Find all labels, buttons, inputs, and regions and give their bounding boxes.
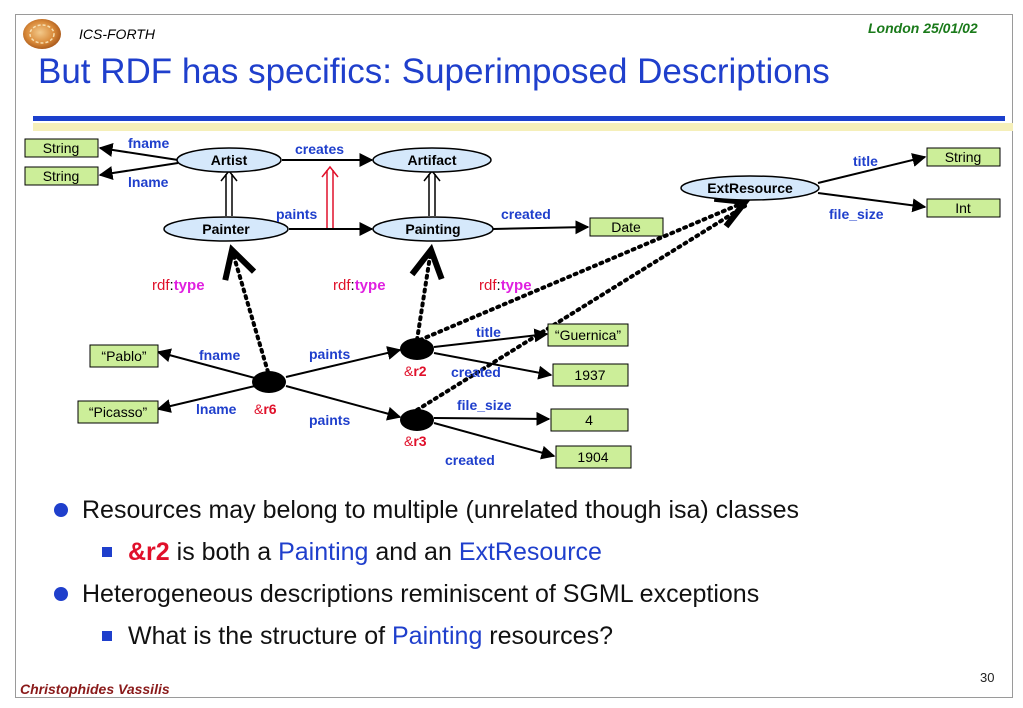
- subclass-edges: [220, 165, 441, 228]
- prop-title-label: title: [853, 153, 878, 169]
- bullet-dot-icon: [54, 503, 68, 517]
- schema-edges: [98, 142, 927, 236]
- literal-string-3: String: [926, 147, 1001, 167]
- prop-lname-label: lname: [128, 174, 169, 190]
- title-underline-band: [33, 123, 1013, 131]
- title-underline: [33, 116, 1005, 121]
- edge-r3-created: [433, 422, 556, 460]
- prop-creates-label: creates: [295, 141, 344, 157]
- rdf-type-label-3: rdf:type: [479, 277, 532, 294]
- value-4: 4: [550, 408, 629, 432]
- svg-text:Date: Date: [611, 219, 641, 235]
- class-painter-label: Painter: [202, 221, 250, 237]
- edge-file-size: [817, 192, 927, 213]
- instance-label-r3: &r3: [404, 433, 427, 449]
- edge-r6-paints-r2: [285, 346, 402, 378]
- bullet-1-text: Resources may belong to multiple (unrela…: [82, 496, 800, 524]
- page-number: 30: [980, 670, 995, 685]
- literal-date: Date: [589, 217, 664, 237]
- bullet-dot-icon: [54, 587, 68, 601]
- organization-label: ICS-FORTH: [79, 26, 155, 42]
- bullet-2: &r2 is both a Painting and an ExtResourc…: [102, 538, 602, 567]
- edge-r6-fname: [156, 348, 256, 379]
- svg-text:“Pablo”: “Pablo”: [101, 348, 146, 364]
- instance-label-r6: &r6: [254, 401, 277, 417]
- edge-r6-lname: [156, 385, 256, 413]
- value-1937: 1937: [552, 363, 629, 387]
- literal-string-1: String: [24, 138, 99, 158]
- class-extresource-label: ExtResource: [707, 180, 793, 196]
- svg-text:1904: 1904: [577, 449, 608, 465]
- class-painter: Painter: [163, 216, 289, 242]
- instance-label-r2: &r2: [404, 363, 427, 379]
- class-artist: Artist: [176, 147, 282, 173]
- svg-text:“Guernica”: “Guernica”: [555, 327, 621, 343]
- slide-title: But RDF has specifics: Superimposed Desc…: [38, 52, 830, 91]
- value-1904: 1904: [555, 445, 632, 469]
- svg-text:String: String: [945, 149, 982, 165]
- instance-node-r3: [400, 409, 434, 431]
- ics-forth-logo: [23, 19, 61, 49]
- literal-string-2: String: [24, 166, 99, 186]
- edge-lname: [98, 162, 179, 181]
- inst-prop-paints-1-label: paints: [309, 346, 350, 362]
- bullet-1: Resources may belong to multiple (unrela…: [54, 496, 799, 525]
- instance-node-r6: [252, 371, 286, 393]
- slide-frame: [15, 14, 1013, 698]
- inst-prop-file-size-label: file_size: [457, 397, 512, 413]
- rdf-type-label-2: rdf:type: [333, 277, 386, 294]
- bullet-4: What is the structure of Painting resour…: [102, 622, 613, 651]
- prop-paints-label: paints: [276, 206, 317, 222]
- inst-prop-created-1-label: created: [451, 364, 501, 380]
- inst-prop-lname-label: lname: [196, 401, 237, 417]
- author-label: Christophides Vassilis: [20, 681, 170, 697]
- svg-text:Int: Int: [955, 200, 971, 216]
- instance-node-r2: [400, 338, 434, 360]
- instance-edges: [156, 328, 556, 460]
- class-painting: Painting: [372, 216, 494, 242]
- prop-fname-label: fname: [128, 135, 169, 151]
- inst-prop-paints-2-label: paints: [309, 412, 350, 428]
- edge-fname: [98, 142, 179, 161]
- svg-text:String: String: [43, 168, 80, 184]
- rdf-type-label-1: rdf:type: [152, 277, 205, 294]
- date-label: London 25/01/02: [868, 20, 978, 36]
- rdf-type-edges: [232, 202, 745, 412]
- edge-title: [817, 153, 927, 184]
- svg-text:String: String: [43, 140, 80, 156]
- edge-r6-paints-r3: [285, 385, 402, 421]
- inst-prop-title-label: title: [476, 324, 501, 340]
- class-artifact-label: Artifact: [407, 152, 456, 168]
- bullet-square-icon: [102, 631, 112, 641]
- svg-text:4: 4: [585, 412, 593, 428]
- prop-file-size-label: file_size: [829, 206, 884, 222]
- edge-r3-file-size: [433, 411, 551, 426]
- svg-text:“Picasso”: “Picasso”: [89, 404, 148, 420]
- bullet-square-icon: [102, 547, 112, 557]
- inst-prop-created-2-label: created: [445, 452, 495, 468]
- edge-created: [492, 220, 590, 235]
- value-picasso: “Picasso”: [77, 400, 159, 424]
- class-artist-label: Artist: [211, 152, 248, 168]
- inst-prop-fname-label: fname: [199, 347, 240, 363]
- edge-r2-title: [433, 328, 549, 348]
- bullet-3-text: Heterogeneous descriptions reminiscent o…: [82, 580, 760, 608]
- class-artifact: Artifact: [372, 147, 492, 173]
- prop-created-label: created: [501, 206, 551, 222]
- svg-text:1937: 1937: [574, 367, 605, 383]
- class-extresource: ExtResource: [680, 175, 820, 201]
- value-guernica: “Guernica”: [547, 323, 629, 347]
- class-painting-label: Painting: [405, 221, 460, 237]
- value-pablo: “Pablo”: [89, 344, 159, 368]
- literal-int: Int: [926, 198, 1001, 218]
- bullet-3: Heterogeneous descriptions reminiscent o…: [54, 580, 759, 609]
- edge-r2-created: [433, 352, 553, 380]
